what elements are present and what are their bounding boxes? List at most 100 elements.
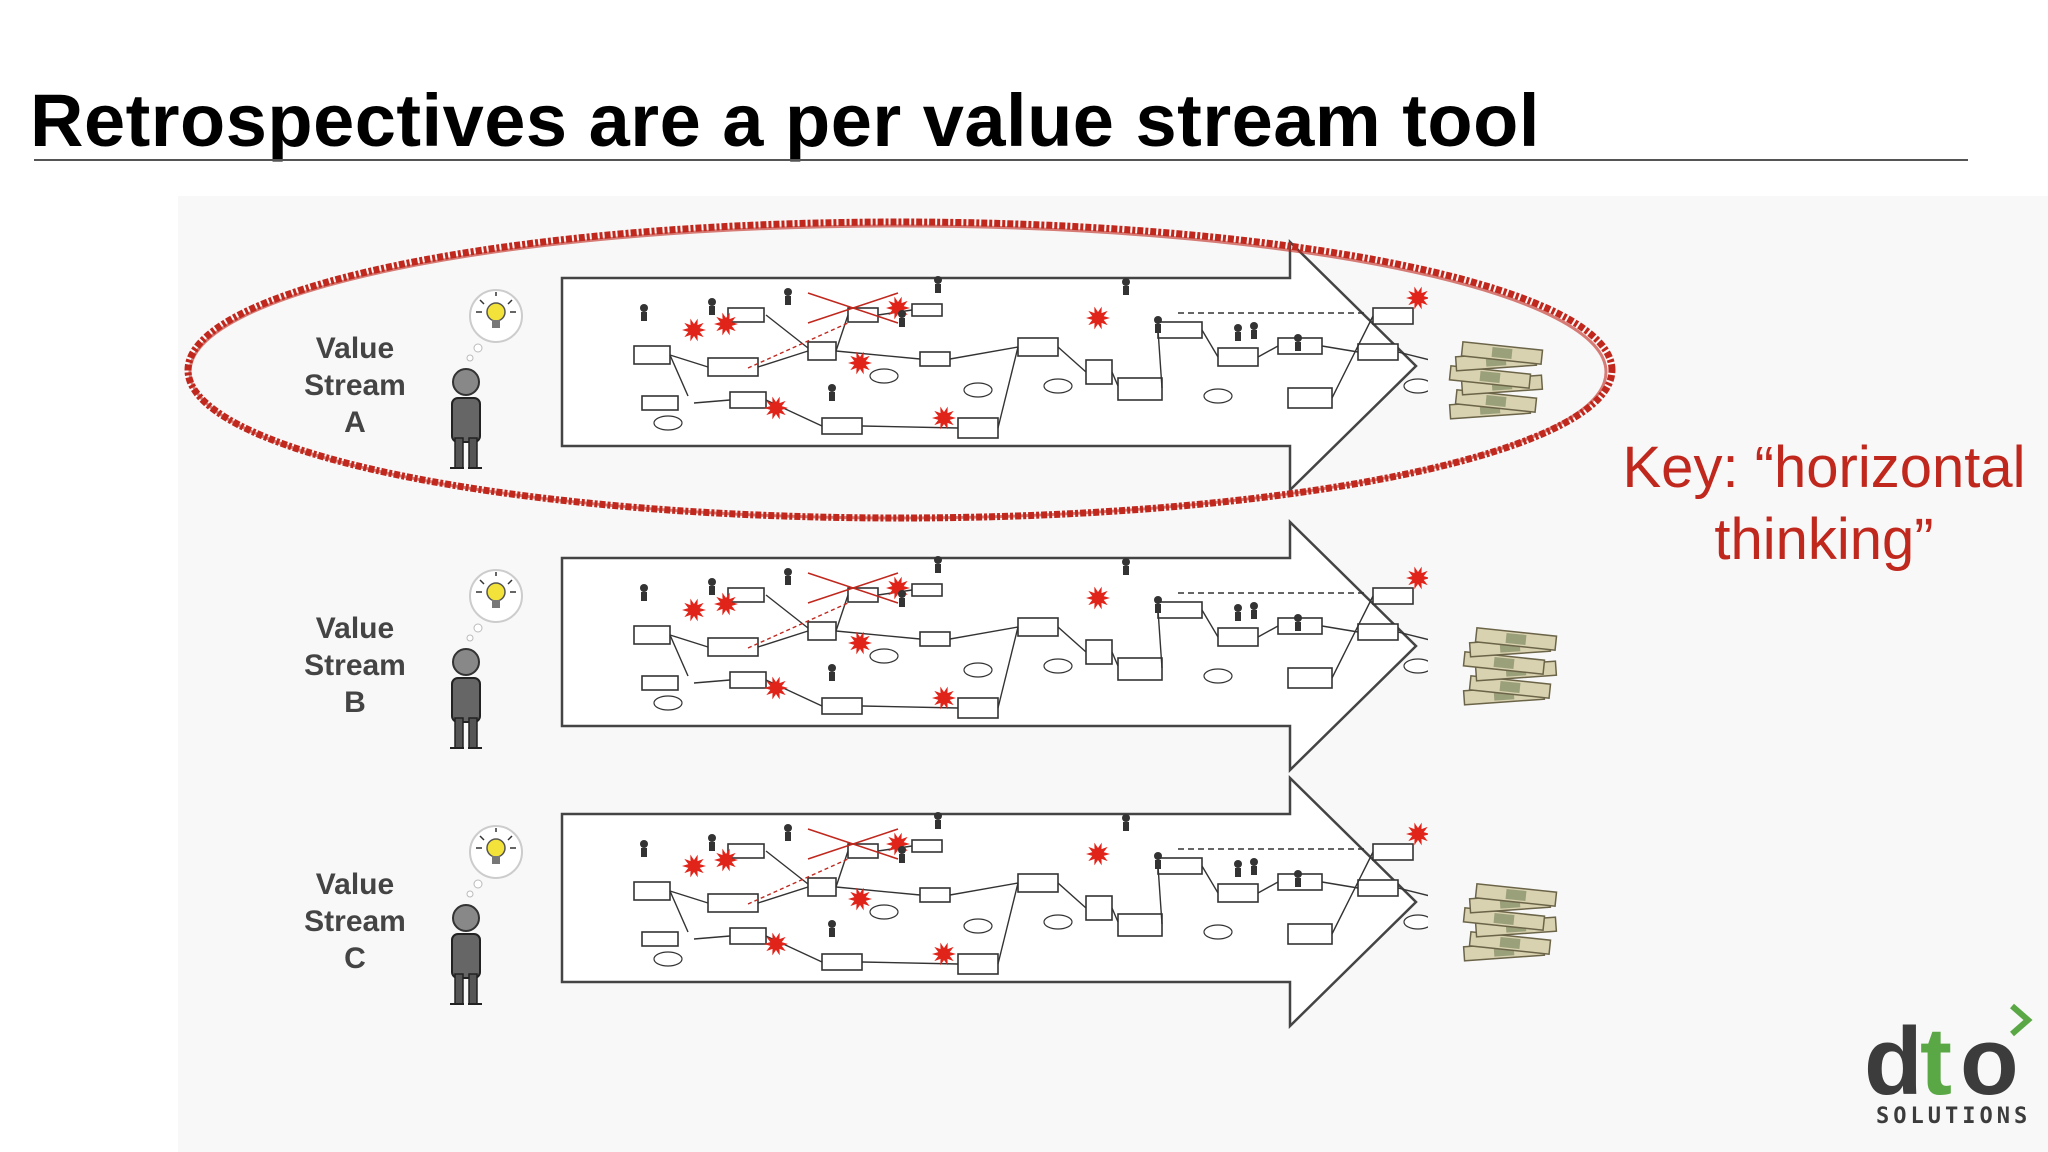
issue-burst-icon — [1406, 566, 1428, 590]
slide-title: Retrospectives are a per value stream to… — [30, 79, 1540, 162]
stream-label-line3: A — [344, 406, 366, 439]
issue-burst-icon — [848, 351, 872, 375]
process-box — [727, 843, 765, 859]
issue-burst-icon — [764, 932, 788, 956]
process-box — [1372, 843, 1414, 861]
issue-burst-icon — [1406, 822, 1428, 846]
value-stream-arrow-icon — [560, 519, 1428, 773]
person-with-idea — [450, 289, 523, 469]
process-box — [1157, 857, 1203, 875]
money-stack-icon — [1448, 341, 1544, 420]
process-box — [729, 927, 767, 945]
process-box — [641, 931, 679, 947]
process-box — [1085, 359, 1113, 385]
process-box — [821, 953, 863, 971]
person-icon — [450, 368, 482, 469]
issue-burst-icon — [764, 676, 788, 700]
stream-label-line2: Stream — [304, 905, 406, 938]
issue-burst-icon — [1086, 842, 1110, 866]
key-callout: Key: “horizontal thinking” — [1600, 432, 2048, 576]
process-box — [1357, 879, 1399, 897]
svg-text:t: t — [1920, 1008, 1952, 1115]
issue-burst-icon — [714, 592, 738, 616]
title-divider — [34, 159, 1968, 161]
process-box — [1117, 657, 1163, 681]
money-stack-icon — [1448, 341, 1544, 420]
svg-text:o: o — [1960, 1008, 2019, 1115]
stream-label-line3: B — [344, 686, 366, 719]
stream-label-line3: C — [344, 942, 366, 975]
process-box — [1217, 883, 1259, 903]
process-box — [1157, 601, 1203, 619]
issue-burst-icon — [682, 318, 706, 342]
process-box — [807, 621, 837, 641]
stream-label-line1: Value — [315, 868, 395, 901]
process-box — [1085, 639, 1113, 665]
process-box — [727, 587, 765, 603]
process-box — [1085, 895, 1113, 921]
money-stack-icon — [1462, 883, 1558, 962]
process-box — [919, 887, 951, 903]
dto-logo: d t o — [1864, 1003, 2033, 1115]
process-box — [807, 877, 837, 897]
process-box — [1287, 667, 1333, 689]
process-box — [911, 583, 943, 597]
person-with-idea — [450, 825, 523, 1005]
issue-burst-icon — [932, 686, 956, 710]
issue-burst-icon — [932, 406, 956, 430]
issue-burst-icon — [848, 631, 872, 655]
issue-burst-icon — [682, 598, 706, 622]
process-box — [1017, 873, 1059, 893]
logo-subtext: SOLUTIONS — [1876, 1104, 2032, 1129]
highlight-ellipse — [184, 218, 1616, 522]
stream-label-line1: Value — [315, 612, 395, 645]
key-line-1: Key: “horizontal — [1622, 435, 2026, 500]
lightbulb-icon — [466, 825, 523, 898]
process-box — [957, 953, 999, 975]
process-box — [641, 395, 679, 411]
lightbulb-icon — [466, 569, 523, 642]
person-icon — [450, 648, 482, 749]
money-stack-icon — [1462, 883, 1558, 962]
process-box — [1217, 627, 1259, 647]
value-stream-arrow-icon — [560, 239, 1428, 493]
person-icon — [450, 904, 482, 1005]
lightbulb-icon — [466, 289, 523, 362]
svg-text:d: d — [1864, 1008, 1923, 1115]
process-box — [727, 307, 765, 323]
process-box — [729, 671, 767, 689]
process-box — [919, 631, 951, 647]
process-box — [1372, 587, 1414, 605]
process-box — [1287, 923, 1333, 945]
process-box — [633, 881, 671, 901]
process-box — [633, 625, 671, 645]
issue-burst-icon — [932, 942, 956, 966]
issue-burst-icon — [764, 396, 788, 420]
process-box — [1117, 913, 1163, 937]
process-box — [1117, 377, 1163, 401]
stream-label-line1: Value — [315, 332, 395, 365]
key-line-2: thinking” — [1714, 507, 1934, 572]
issue-burst-icon — [1086, 306, 1110, 330]
stream-label-line2: Stream — [304, 369, 406, 402]
issue-burst-icon — [714, 848, 738, 872]
issue-burst-icon — [682, 854, 706, 878]
money-stack-icon — [1462, 627, 1558, 706]
stream-label-line2: Stream — [304, 649, 406, 682]
issue-burst-icon — [714, 312, 738, 336]
process-box — [641, 675, 679, 691]
value-stream-arrow-icon — [560, 775, 1428, 1029]
process-box — [1017, 617, 1059, 637]
process-box — [1357, 623, 1399, 641]
process-box — [957, 697, 999, 719]
person-with-idea — [450, 569, 523, 749]
process-box — [911, 839, 943, 853]
issue-burst-icon — [1086, 586, 1110, 610]
issue-burst-icon — [1406, 286, 1428, 310]
